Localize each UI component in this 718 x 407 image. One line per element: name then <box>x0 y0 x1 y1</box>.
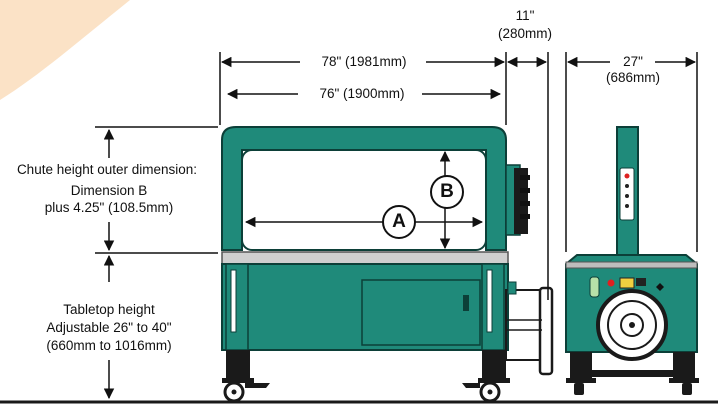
cabinet-door <box>361 279 481 346</box>
dimension-b-marker: B <box>430 175 464 209</box>
corner-decoration <box>0 0 130 100</box>
dim-side-depth-label-2: (280mm) <box>497 26 552 41</box>
dimension-a-marker: A <box>382 205 416 239</box>
left-leg <box>225 263 249 351</box>
arch-frame <box>221 126 507 251</box>
chute-height-note-line1: Chute height outer dimension: <box>16 162 198 177</box>
end-view-machine <box>565 126 699 395</box>
strap-reel <box>538 286 554 376</box>
tabletop <box>221 251 509 265</box>
dimension-lines <box>95 52 698 400</box>
dim-inner-width-label: 76" (1900mm) <box>319 86 405 101</box>
tabletop-note-line3: (660mm to 1016mm) <box>46 338 172 353</box>
right-leg <box>481 263 505 351</box>
dim-end-width-label-2: (686mm) <box>605 70 660 85</box>
dim-overall-width-label: 78" (1981mm) <box>321 54 407 69</box>
tabletop-note-line1: Tabletop height <box>63 302 155 317</box>
tabletop-note-line2: Adjustable 26" to 40" <box>46 320 172 335</box>
front-view-machine <box>221 126 554 403</box>
chute-height-note-line2: Dimension B <box>70 183 148 198</box>
dim-side-depth-label-1: 11" <box>515 8 535 23</box>
chute-height-note-line3: plus 4.25" (108.5mm) <box>44 200 174 215</box>
dim-end-width-label-1: 27" <box>623 54 643 69</box>
